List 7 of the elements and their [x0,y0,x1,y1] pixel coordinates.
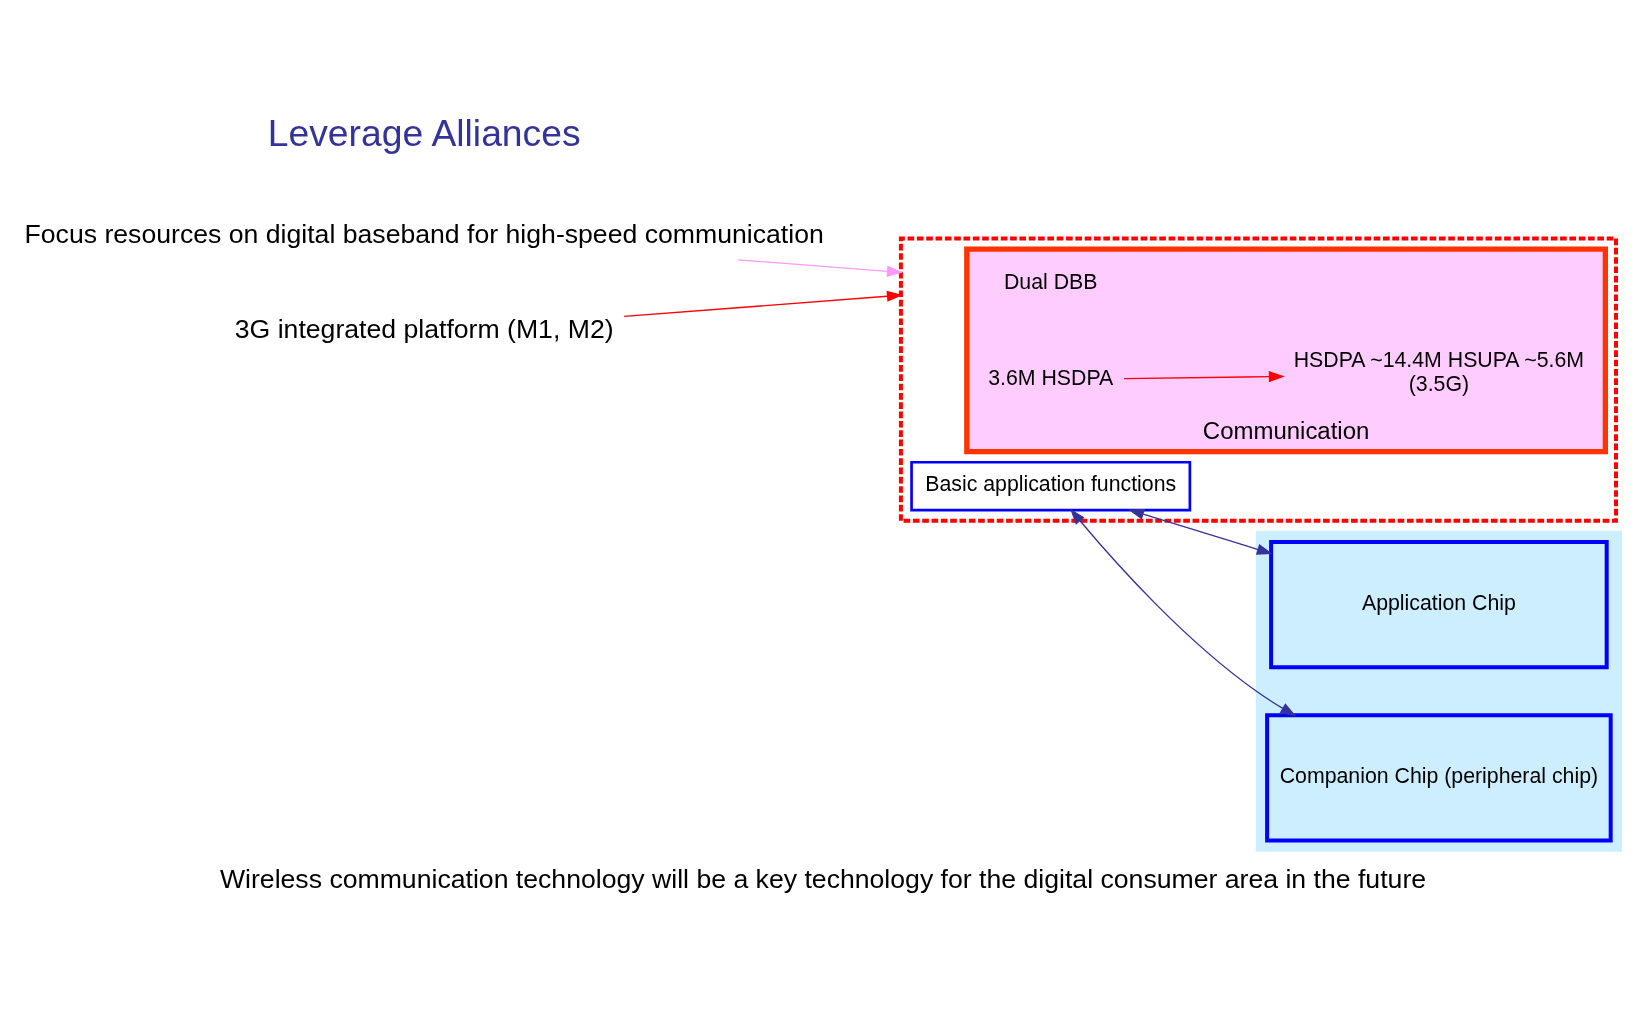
node-text: 3.6M HSDPA [988,365,1114,390]
node-text: 3G integrated platform (M1, M2) [234,314,614,345]
node-text: HSDPA ~14.4M HSUPA ~5.6M (3.5G) [1293,348,1585,397]
node-text: Focus resources on digital baseband for high-speed communication [24,218,824,249]
label: Leverage Alliances [267,112,581,155]
node-text: Dual DBB [1003,269,1098,294]
caption: Wireless communication technology will be a key technology for the digital consumer area in the future [219,864,1427,895]
